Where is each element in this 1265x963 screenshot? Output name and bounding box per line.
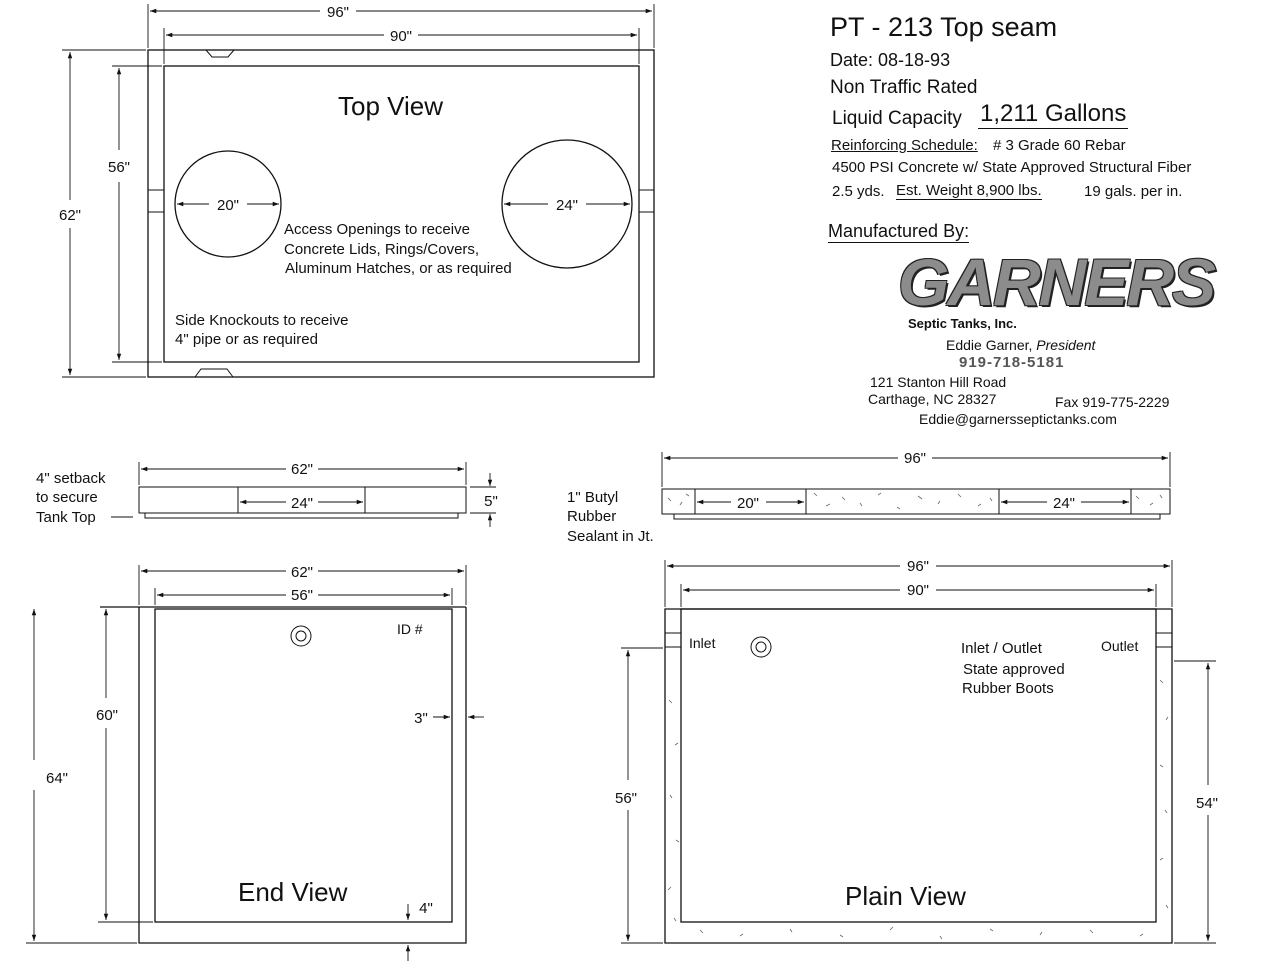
top-view-dim-outer-width: 96" [327,4,349,21]
company-name: Septic Tanks, Inc. [908,316,1017,331]
end-view-label: End View [238,877,348,907]
plain-view-dim-inlet-height: 56" [615,790,637,807]
contact-name-text: Eddie Garner, [946,337,1033,353]
access-note-line-2: Concrete Lids, Rings/Covers, [284,241,479,258]
wall-concrete-hatch [667,679,1169,940]
end-view-dim-floor: 4" [419,900,433,917]
concrete-yards: 2.5 yds. [832,183,885,200]
lid-side-section: 96" 20" 24" 1" Butyl Rubber Sealant in J… [567,450,1171,545]
access-note-line-1: Access Openings to receive [284,221,470,238]
company-fax: Fax 919-775-2229 [1055,394,1170,410]
knockout-note-line-2: 4" pipe or as required [175,331,318,348]
end-view-id-label: ID # [397,621,423,637]
est-weight: Est. Weight 8,900 lbs. [896,182,1042,200]
plain-view-dim-outer-width: 96" [907,558,929,575]
plain-view-dim-outlet-height: 54" [1196,795,1218,812]
outlet-port [1155,632,1173,648]
end-view: 62" 56" 64" 60" 3" 4" ID # End View [26,564,484,961]
inlet-label: Inlet [689,635,716,651]
boot-note-line-3: Rubber Boots [962,680,1054,697]
end-view-dim-inner-height: 60" [96,707,118,724]
traffic-rating: Non Traffic Rated [830,77,978,98]
lid-side-dim-opening-2: 24" [1053,495,1075,512]
lid-end-dim-thickness: 5" [484,493,498,510]
company-phone: 919-718-5181 [959,354,1065,371]
opening-large-dim: 24" [556,197,578,214]
contact-title: President [1036,337,1096,353]
reinforcing-label: Reinforcing Schedule: [831,137,978,154]
top-view-outer-outline [147,49,655,378]
end-view-dim-outer-height: 64" [46,770,68,787]
plain-view-inner-outline [680,608,1157,923]
end-view-pipe-inner [295,630,307,642]
side-knockout-left [148,189,164,213]
sealant-note-line-3: Sealant in Jt. [567,528,654,545]
setback-note-line-3: Tank Top [36,509,96,526]
manufactured-by-label: Manufactured By: [828,221,970,243]
sealant-note-line-2: Rubber [567,508,616,525]
top-view-dim-outer-height: 62" [59,207,81,224]
end-view-dim-wall: 3" [414,710,428,727]
access-opening-small [174,150,282,258]
lift-notch-bottom [194,368,234,378]
lid-concrete-hatch [667,492,1163,510]
top-view-inner-outline [163,65,640,363]
sealant-note-line-1: 1" Butyl [567,489,618,506]
contact-name: Eddie Garner, President [946,337,1095,353]
top-view: 96" 90" 62" 56" 20" 24" Top View Access … [59,4,655,378]
lid-side-dim-opening-1: 20" [737,495,759,512]
boot-note-line-1: Inlet / Outlet [961,640,1043,657]
lid-side-dim-width: 96" [904,450,926,467]
company-email: Eddie@garnersseptictanks.com [919,411,1117,427]
top-view-dim-inner-height: 56" [108,159,130,176]
access-opening-large [501,139,633,269]
reinforcing-value: # 3 Grade 60 Rebar [993,137,1126,154]
lid-end-dim-width: 62" [291,461,313,478]
boot-note-line-2: State approved [963,661,1065,678]
inlet-port [664,632,682,648]
knockout-note-line-1: Side Knockouts to receive [175,312,348,329]
company-logo: GARNERS [898,245,1216,319]
gallons-per-inch: 19 gals. per in. [1084,183,1183,200]
company-address-1: 121 Stanton Hill Road [870,374,1007,390]
outlet-label: Outlet [1101,638,1138,654]
concrete-spec: 4500 PSI Concrete w/ State Approved Stru… [832,159,1192,176]
top-view-dim-inner-width: 90" [390,28,412,45]
plain-view-pipe-inner [755,641,767,653]
plain-view-pipe-outer [750,636,772,658]
plain-view-dim-inner-width: 90" [907,582,929,599]
access-note-line-3: Aluminum Hatches, or as required [285,260,512,277]
lift-notch-top [205,49,235,58]
company-address-2: Carthage, NC 28327 [868,391,997,407]
capacity-value: 1,211 Gallons [978,100,1129,129]
opening-small-dim: 20" [217,197,239,214]
top-view-label: Top View [338,91,443,121]
setback-note-line-1: 4" setback [36,470,106,487]
setback-note-line-2: to secure [36,489,98,506]
lid-end-section: 62" 24" 5" 4" setback to secure Tank Top [36,461,498,527]
end-view-dim-inner-width: 56" [291,587,313,604]
drawing-date: Date: 08-18-93 [830,50,951,70]
lid-end-dim-opening: 24" [291,495,313,512]
capacity-label: Liquid Capacity [832,108,962,129]
plain-view-label: Plain View [845,881,966,911]
end-view-inner-outline [154,608,453,923]
end-view-outer-outline [138,607,467,944]
plain-view: 96" 90" 56" 54" Inlet Outlet Inlet / Out… [615,558,1218,944]
end-view-dim-outer-width: 62" [291,564,313,581]
end-view-pipe-outer [290,625,312,647]
side-knockout-right [639,189,654,213]
drawing-title: PT - 213 Top seam [830,12,1058,42]
